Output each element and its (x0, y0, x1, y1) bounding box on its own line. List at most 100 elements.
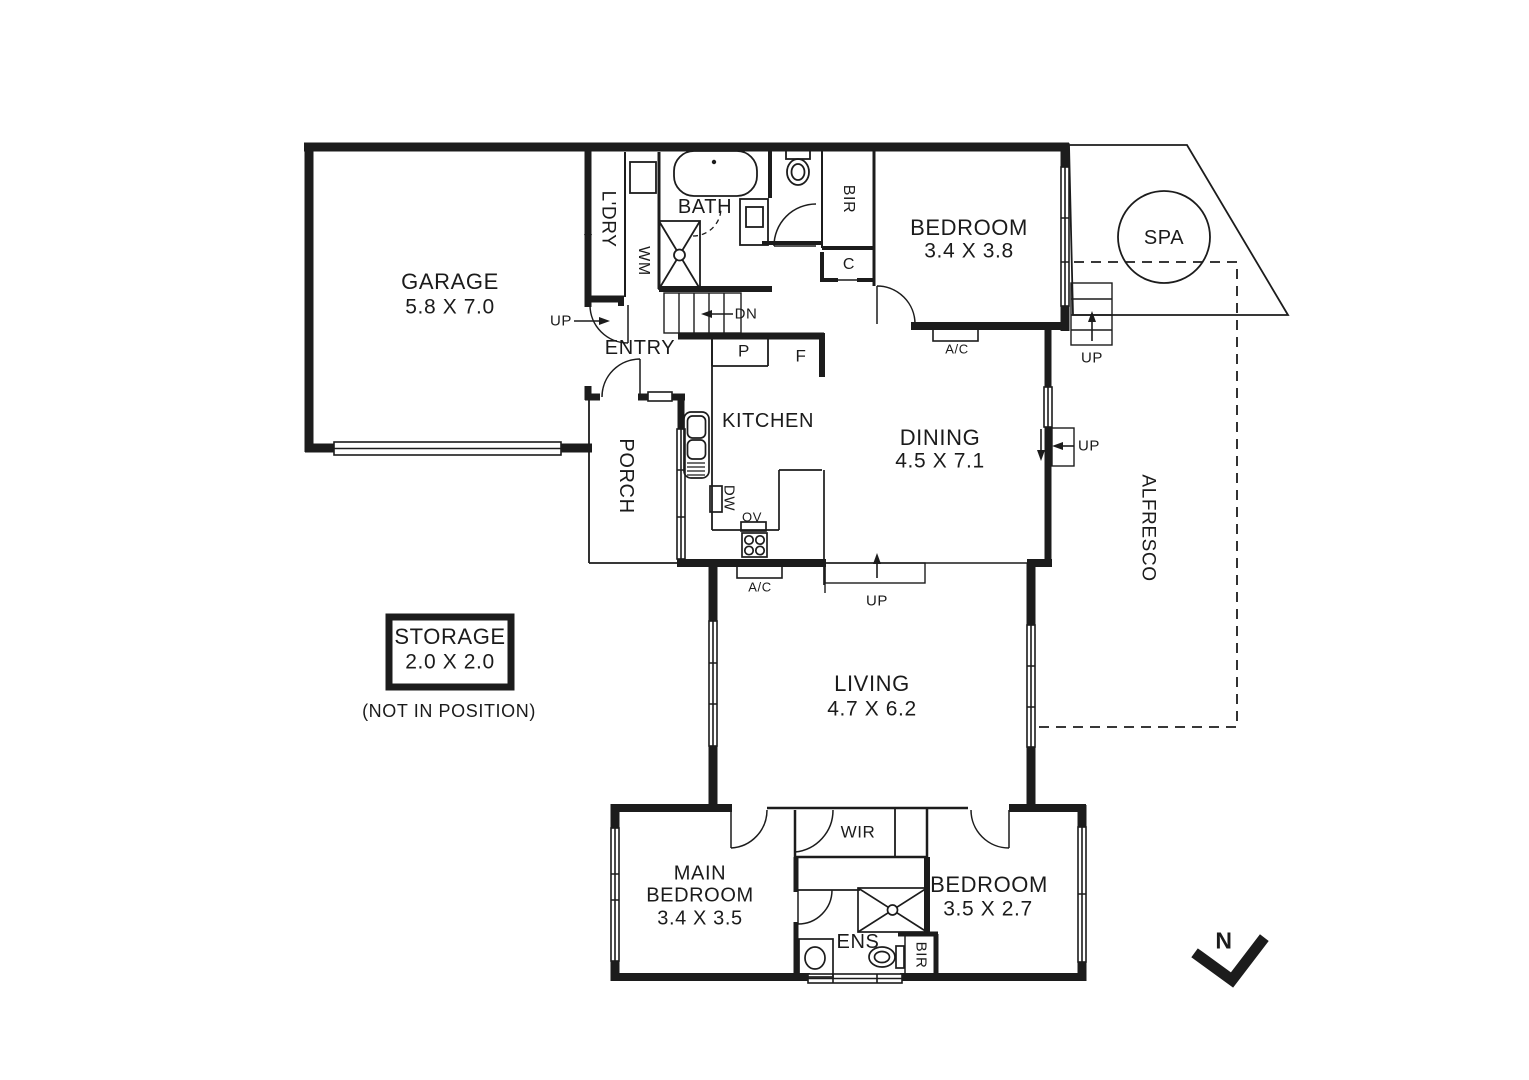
cooktop (741, 532, 768, 558)
bath-fixtures (658, 149, 811, 290)
window-mainbed-west (610, 827, 620, 962)
fridge-label: F (795, 346, 807, 366)
wir-label: WIR (840, 822, 876, 842)
garage-dims: 5.8 X 7.0 (405, 295, 495, 319)
bedroom-top-dims: 3.4 X 3.8 (924, 239, 1014, 263)
spa-area (1068, 144, 1290, 316)
stairs-internal (663, 292, 742, 334)
up-rear-label: UP (1080, 349, 1104, 367)
wir-door (794, 809, 834, 853)
spa-label: SPA (1143, 227, 1185, 249)
arrow-up-rear (1088, 311, 1096, 341)
up-side-label: UP (1077, 437, 1101, 455)
bedroom-bottom-dims: 3.5 X 2.7 (943, 897, 1033, 921)
main-bedroom-label-block: MAIN BEDROOM 3.4 X 3.5 (630, 863, 770, 930)
bedroom2-door (970, 809, 1010, 849)
storage-note: (NOT IN POSITION) (362, 701, 536, 721)
arrow-up-side (1052, 442, 1074, 450)
bath-label: BATH (677, 196, 733, 218)
bath-tap (711, 159, 717, 165)
dining-label: DINING (899, 425, 981, 450)
oven-box (740, 521, 767, 532)
living-dims: 4.7 X 6.2 (827, 697, 917, 721)
step-side (1051, 427, 1075, 467)
entry-label: ENTRY (604, 337, 676, 359)
bedroom-top-label: BEDROOM (910, 215, 1028, 240)
garage-door (333, 441, 562, 456)
ac-units (736, 328, 979, 579)
bir-top-label: BIR (840, 184, 857, 214)
arrow-up-garage (574, 317, 610, 325)
ac-kitchen-label: A/C (748, 579, 772, 595)
window-ens-south (807, 973, 903, 984)
dining-dims: 4.5 X 7.1 (895, 449, 985, 473)
ac-bedroom-label: A/C (945, 341, 969, 357)
bedroom-bottom-label: BEDROOM (930, 872, 1048, 897)
door-arcs (589, 203, 1010, 925)
bathtub (673, 150, 758, 197)
spa-deck-outline (1068, 144, 1290, 316)
bir-bottom-label: BIR (912, 941, 930, 969)
kitchen-sink (683, 411, 710, 479)
interior-walls (588, 143, 1027, 978)
arrow-laundry-down (584, 200, 592, 245)
laundry-fixtures (629, 161, 657, 194)
step-living (824, 562, 926, 593)
window-bedroom1-east (1060, 166, 1070, 307)
main-bedroom-dims: 3.4 X 3.5 (657, 907, 743, 930)
ens-fixtures (798, 887, 928, 978)
washing-machine-label: WM (635, 246, 652, 276)
pantry-label: P (738, 341, 750, 361)
north-label: N (1215, 927, 1233, 954)
exterior-walls (304, 142, 1087, 981)
toilet-ens (868, 945, 905, 969)
window-bedroom2-east (1077, 826, 1087, 963)
windows (333, 166, 1087, 984)
bedroom1-door (876, 285, 916, 325)
window-dining-east (1043, 386, 1053, 428)
laundry-label: L'DRY (597, 190, 619, 248)
entry-sidelight (647, 391, 673, 402)
bath-dashed-arc (692, 207, 722, 237)
window-living-east (1026, 624, 1036, 748)
pantry-box (711, 338, 769, 367)
dishwasher-label: DW (720, 484, 738, 512)
ens-door (797, 889, 833, 925)
shower-ens (857, 887, 928, 933)
spa-circle (1117, 190, 1211, 284)
arrow-up-living (873, 553, 881, 578)
direction-arrows (574, 200, 1096, 578)
toilet-bath (785, 149, 811, 186)
garage-label: GARAGE (401, 269, 499, 294)
ac-unit-bedroom (932, 328, 979, 342)
arrow-dn-hall (701, 310, 733, 318)
main-bedroom-label: MAIN BEDROOM (646, 862, 754, 907)
up-garage-label: UP (549, 312, 573, 330)
ac-unit-kitchen (736, 565, 783, 579)
ens-label: ENS (836, 931, 880, 953)
dishwasher-box (709, 485, 723, 513)
garage-entry-door (589, 304, 629, 344)
vanity-ens (798, 938, 834, 978)
front-door (601, 358, 641, 398)
arrow-dining-down (1037, 429, 1045, 461)
up-living-label: UP (865, 592, 889, 610)
north-arrow-icon (1191, 934, 1269, 988)
bath-door (773, 203, 817, 247)
cupboard-label: C (842, 256, 856, 273)
oven-label: OV (742, 509, 762, 525)
alfresco-boundary (1035, 261, 1238, 728)
storage-outline (385, 613, 515, 691)
dn-label: DN (734, 305, 758, 323)
washing-machine-box (629, 161, 657, 194)
porch-label: PORCH (615, 438, 637, 514)
window-living-west (708, 620, 718, 747)
vanity-bath (739, 198, 769, 246)
kitchen-label: KITCHEN (722, 410, 814, 432)
shower-bath (658, 220, 701, 290)
storage-dims: 2.0 X 2.0 (405, 650, 495, 674)
storage-label: STORAGE (394, 624, 506, 649)
kitchen-fixtures (683, 338, 825, 585)
